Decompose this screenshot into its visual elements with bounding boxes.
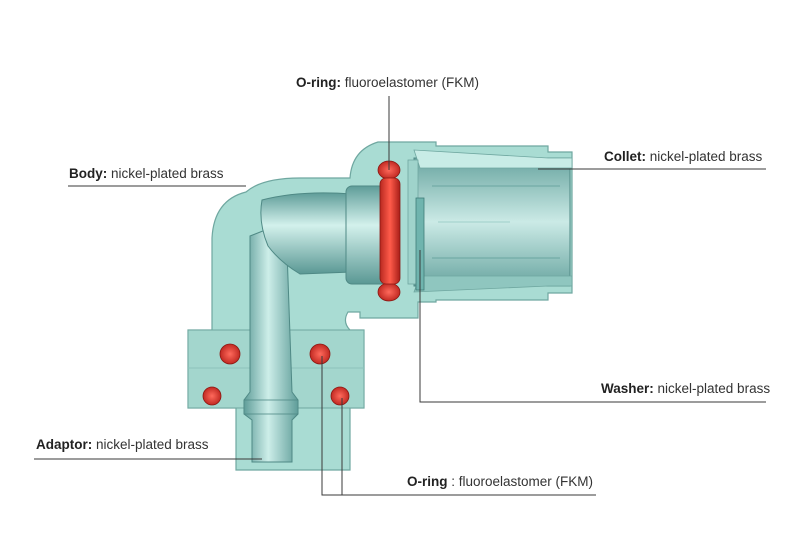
adaptor-bore xyxy=(243,221,299,463)
label-oring-bottom-key: O-ring xyxy=(407,474,448,489)
oring-bottom-right-upper xyxy=(309,343,331,365)
label-oring-top-key: O-ring: xyxy=(296,75,341,90)
collet xyxy=(407,149,573,293)
label-adaptor-key: Adaptor: xyxy=(36,437,93,452)
label-collet-key: Collet: xyxy=(604,149,646,164)
label-body-value: nickel-plated brass xyxy=(107,166,224,181)
label-collet: Collet: nickel-plated brass xyxy=(604,149,762,164)
label-body-key: Body: xyxy=(69,166,108,181)
oring-top-assembly xyxy=(377,160,401,302)
oring-top-band xyxy=(379,177,401,285)
label-washer-key: Washer: xyxy=(601,381,654,396)
leader-lines xyxy=(34,96,766,496)
leader-washer xyxy=(419,250,766,403)
oring-bottom-left-lower xyxy=(202,386,222,406)
leader-oring-bottom xyxy=(321,356,596,496)
oring-top-section-lower xyxy=(377,282,401,302)
label-washer-value: nickel-plated brass xyxy=(653,381,771,396)
label-washer: Washer: nickel-plated brass xyxy=(601,381,770,396)
label-body: Body: nickel-plated brass xyxy=(69,166,224,181)
label-adaptor: Adaptor: nickel-plated brass xyxy=(36,437,209,452)
label-oring-top-value: fluoroelastomer (FKM) xyxy=(341,75,480,90)
horizontal-bore xyxy=(260,185,387,285)
oring-bottom-assembly xyxy=(202,343,350,406)
label-oring-bottom: O-ring : fluoroelastomer (FKM) xyxy=(407,474,593,489)
label-oring-bottom-value: : fluoroelastomer (FKM) xyxy=(447,474,594,489)
label-oring-top: O-ring: fluoroelastomer (FKM) xyxy=(296,75,479,90)
label-collet-value: nickel-plated brass xyxy=(646,149,763,164)
oring-bottom-right-lower xyxy=(330,386,350,406)
oring-bottom-left-upper xyxy=(219,343,241,365)
label-adaptor-value: nickel-plated brass xyxy=(92,437,209,452)
